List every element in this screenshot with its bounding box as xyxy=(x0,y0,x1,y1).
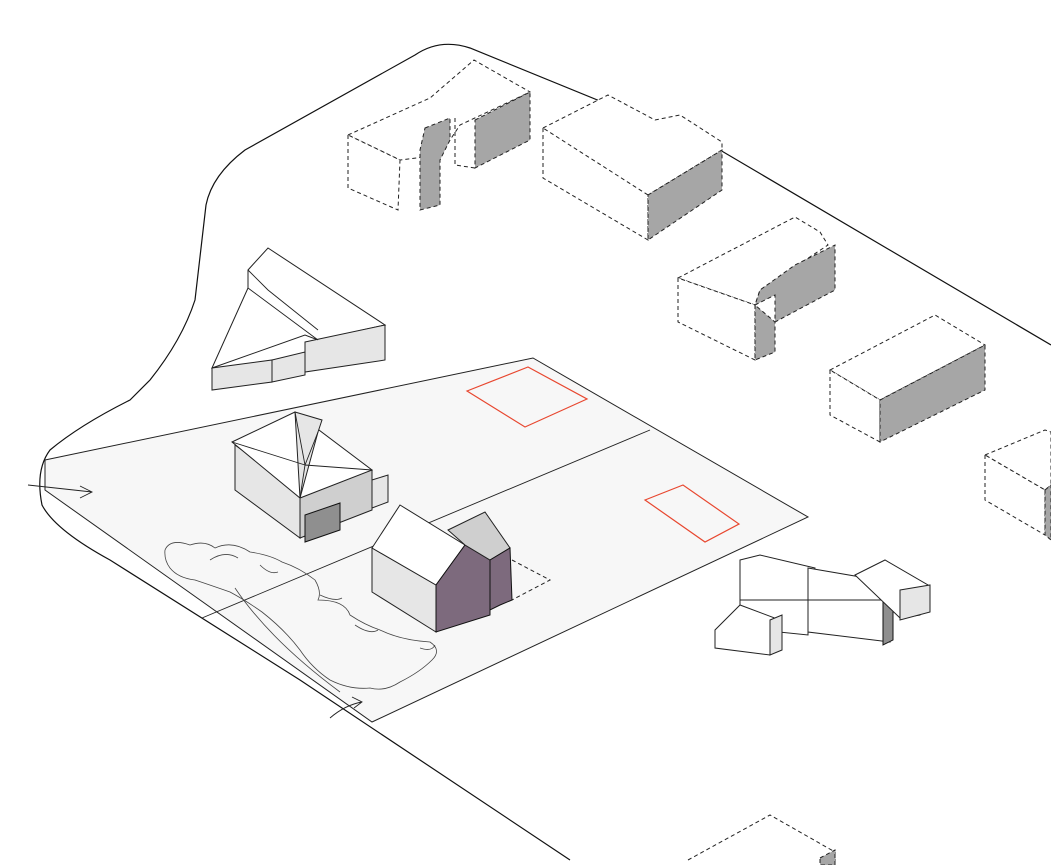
proposed-footprints xyxy=(465,366,741,543)
road-edge-upper xyxy=(39,43,1051,861)
neighbour-block-1 xyxy=(346,59,532,211)
proposed-footprint-south xyxy=(643,484,741,543)
neighbour-block-4 xyxy=(828,314,987,443)
existing-house xyxy=(231,411,389,543)
proposed-footprint-north xyxy=(465,366,589,428)
tree-sketch xyxy=(164,542,437,693)
proposed-house xyxy=(371,504,552,633)
neighbour-block-2 xyxy=(542,94,723,241)
access-arrow-south xyxy=(329,696,363,719)
access-arrow-west xyxy=(27,484,94,499)
neighbour-block-6 xyxy=(687,814,836,865)
neighbouring-buildings xyxy=(346,59,1051,865)
neighbour-wedge-building xyxy=(211,247,387,391)
neighbour-block-5 xyxy=(983,429,1051,541)
access-arrows xyxy=(27,484,363,719)
road-edges xyxy=(39,43,1051,861)
house-cluster xyxy=(714,554,931,656)
neighbour-block-3 xyxy=(676,216,836,361)
